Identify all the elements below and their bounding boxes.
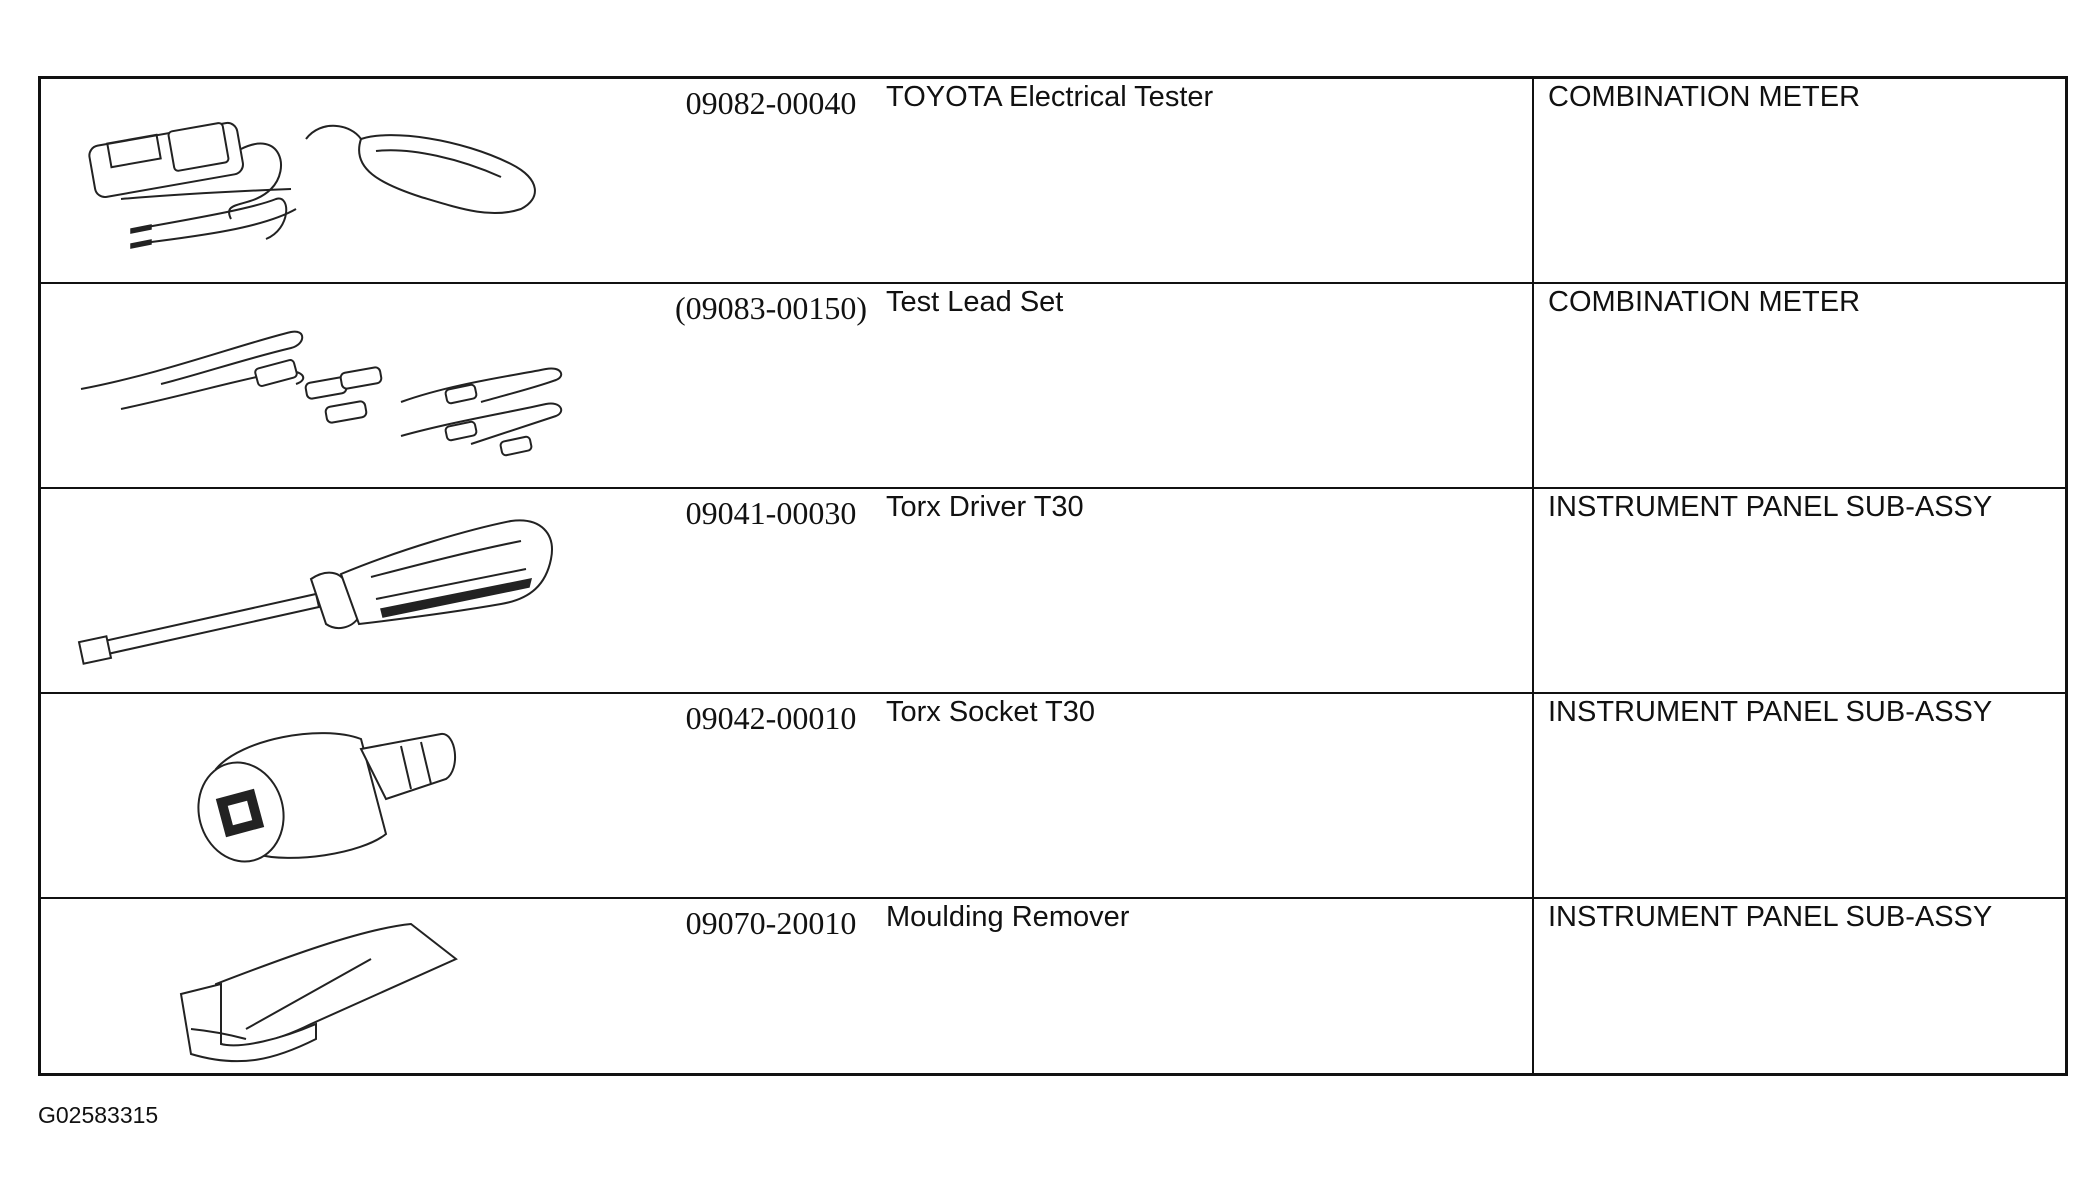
usage-section: INSTRUMENT PANEL SUB-ASSY <box>1548 696 1993 728</box>
special-tools-table: 09082-00040 TOYOTA Electrical Tester COM… <box>38 76 2068 1076</box>
table-row: 09042-00010 Torx Socket T30 INSTRUMENT P… <box>41 692 2065 899</box>
table-row: 09070-20010 Moulding Remover INSTRUMENT … <box>41 897 2065 1077</box>
tool-name: Torx Driver T30 <box>886 491 1084 523</box>
tool-name: Moulding Remover <box>886 901 1130 933</box>
part-number: 09070-20010 <box>685 905 857 941</box>
tool-name: Test Lead Set <box>886 286 1064 318</box>
usage-section: INSTRUMENT PANEL SUB-ASSY <box>1548 901 1993 933</box>
part-number: 09082-00040 <box>685 85 857 121</box>
tool-name: TOYOTA Electrical Tester <box>886 81 1214 113</box>
test-lead-set-icon <box>41 284 621 484</box>
part-number: (09083-00150) <box>675 290 867 326</box>
usage-section: INSTRUMENT PANEL SUB-ASSY <box>1548 491 1993 523</box>
electrical-tester-icon <box>41 79 621 279</box>
table-row: 09082-00040 TOYOTA Electrical Tester COM… <box>41 79 2065 284</box>
table-row: (09083-00150) Test Lead Set COMBINATION … <box>41 282 2065 489</box>
part-number: 09042-00010 <box>685 700 857 736</box>
part-number: 09041-00030 <box>685 495 857 531</box>
table-row: 09041-00030 Torx Driver T30 INSTRUMENT P… <box>41 487 2065 694</box>
torx-driver-icon <box>41 489 621 689</box>
usage-section: COMBINATION METER <box>1548 286 1861 318</box>
usage-section: COMBINATION METER <box>1548 81 1861 113</box>
column-divider <box>1532 79 1534 1073</box>
tool-name: Torx Socket T30 <box>886 696 1096 728</box>
torx-socket-icon <box>41 694 621 894</box>
figure-id: G02583315 <box>38 1102 159 1128</box>
moulding-remover-icon <box>41 899 621 1099</box>
